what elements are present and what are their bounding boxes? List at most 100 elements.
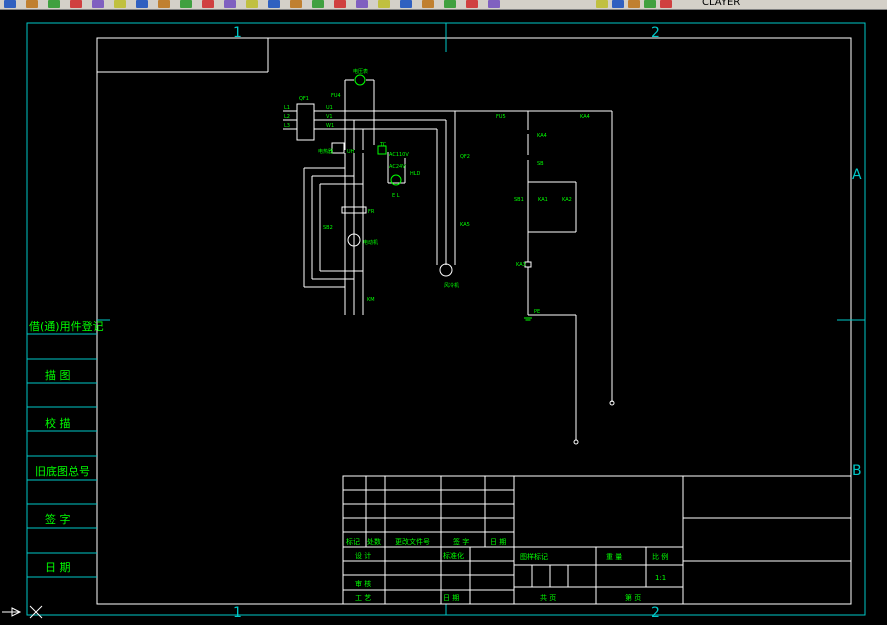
tb-file-no: 更改文件号 — [395, 537, 430, 546]
zoom-window-icon[interactable] — [312, 0, 324, 8]
tb-standardize: 标准化 — [443, 551, 464, 560]
lbl-sb: SB — [537, 161, 544, 167]
drawing-frame — [26, 22, 866, 616]
tb-sign: 签 字 — [453, 537, 469, 546]
drawing-canvas[interactable]: 1 2 1 2 A B 借(通)用件登记 描 图 校 描 旧底图总号 签 字 日… — [0, 9, 887, 625]
lbl-km: KM — [367, 297, 375, 303]
lbl-l1: L1 — [284, 105, 290, 111]
lbl-ka5: KA5 — [460, 222, 470, 228]
tb-count: 处数 — [367, 537, 381, 546]
lbl-ac110v: AC110V — [389, 152, 409, 158]
lbl-ka3: KA3 — [516, 262, 526, 268]
lbl-ka4-top: KA4 — [580, 114, 590, 120]
publish-icon[interactable] — [92, 0, 104, 8]
lbl-qf1: QF1 — [299, 96, 309, 102]
side-item-5: 日 期 — [45, 561, 71, 574]
zoom-realtime-icon[interactable] — [290, 0, 302, 8]
lbl-fr: FR — [368, 209, 375, 215]
layer-manager-icon[interactable] — [596, 0, 608, 8]
side-item-0: 借(通)用件登记 — [29, 319, 104, 333]
color-icon[interactable] — [660, 0, 672, 8]
lbl-sb1: SB1 — [514, 197, 524, 203]
tb-scale: 比 例 — [652, 552, 668, 561]
side-item-1: 描 图 — [45, 368, 71, 382]
preview-icon[interactable] — [70, 0, 82, 8]
tb-page: 第 页 — [625, 593, 641, 602]
bulb-icon[interactable] — [612, 0, 624, 8]
cad-toolbar: CLAYER — [0, 0, 887, 10]
lbl-pe: PE — [534, 309, 540, 315]
side-column — [27, 333, 97, 578]
lbl-uh: UH — [347, 149, 355, 155]
motor-1-symbol — [347, 233, 361, 247]
design-center-icon[interactable] — [378, 0, 390, 8]
zone-top-1: 1 — [233, 25, 242, 41]
match-icon[interactable] — [180, 0, 192, 8]
tool-palette-icon[interactable] — [400, 0, 412, 8]
lbl-fu4: FU4 — [331, 93, 341, 99]
undo-icon[interactable] — [224, 0, 236, 8]
tb-craft: 工 艺 — [355, 594, 371, 602]
print-icon[interactable] — [48, 0, 60, 8]
sheet-set-icon[interactable] — [422, 0, 434, 8]
uh-meter — [331, 142, 345, 154]
lbl-v1: V1 — [326, 114, 333, 120]
lbl-ka4: KA4 — [537, 133, 547, 139]
lock-icon[interactable] — [644, 0, 656, 8]
cut-icon[interactable] — [114, 0, 126, 8]
voltmeter-symbol — [354, 74, 366, 86]
lbl-voltmeter: 电压表 — [353, 68, 368, 75]
sun-icon[interactable] — [628, 0, 640, 8]
lbl-ac24v: AC24V — [389, 164, 406, 170]
zone-bottom-2: 2 — [651, 605, 660, 621]
open-icon[interactable] — [4, 0, 16, 8]
brush-icon[interactable] — [202, 0, 214, 8]
lbl-hld: HLD — [410, 171, 421, 177]
markup-icon[interactable] — [444, 0, 456, 8]
side-item-2: 校 描 — [45, 416, 71, 430]
zone-right-b: B — [852, 463, 862, 479]
title-block-labels: 标记 处数 更改文件号 签 字 日 期 设 计 标准化 审 核 工 艺 日 期 … — [346, 537, 668, 602]
redo-icon[interactable] — [246, 0, 258, 8]
ka-coil — [524, 261, 532, 268]
help-icon[interactable] — [488, 0, 500, 8]
tb-mark: 标记 — [346, 537, 360, 546]
tb-weight: 重 量 — [606, 553, 622, 561]
tb-stage-mark: 图样标记 — [520, 552, 548, 561]
zone-top-2: 2 — [651, 25, 660, 41]
lbl-l3: L3 — [284, 123, 290, 129]
layer-name[interactable]: CLAYER — [702, 0, 741, 8]
pan-icon[interactable] — [268, 0, 280, 8]
tb-date: 日 期 — [490, 538, 506, 546]
zone-bottom-1: 1 — [233, 605, 242, 621]
lbl-heater: 电热器 — [318, 148, 333, 155]
lbl-w1: W1 — [326, 123, 334, 129]
zoom-previous-icon[interactable] — [334, 0, 346, 8]
lbl-u1: U1 — [326, 105, 333, 111]
fr-relay — [341, 206, 367, 214]
lbl-sb2: SB2 — [323, 225, 333, 231]
fan-motor-symbol — [439, 263, 453, 277]
side-item-4: 签 字 — [45, 512, 71, 526]
lbl-motor1: 电动机 — [363, 239, 378, 246]
circuit — [283, 74, 615, 445]
save-icon[interactable] — [26, 0, 38, 8]
paste-icon[interactable] — [158, 0, 170, 8]
tb-check: 审 核 — [355, 579, 371, 588]
lbl-fan: 风冷机 — [444, 282, 459, 289]
zone-right-a: A — [852, 167, 862, 183]
calc-icon[interactable] — [466, 0, 478, 8]
tb-approve: 日 期 — [443, 594, 459, 602]
lbl-l2: L2 — [284, 114, 290, 120]
lbl-tc: TC — [379, 142, 387, 148]
properties-icon[interactable] — [356, 0, 368, 8]
title-block — [342, 475, 852, 605]
lbl-el: E L — [392, 193, 400, 199]
lamp-symbol — [390, 174, 402, 186]
tb-designer: 设 计 — [355, 551, 371, 560]
copy-icon[interactable] — [136, 0, 148, 8]
zone-markers: 1 2 1 2 A B — [233, 25, 862, 621]
lbl-fu5: FU5 — [496, 114, 506, 120]
side-item-3: 旧底图总号 — [35, 464, 90, 478]
tb-scale-value: 1:1 — [655, 574, 666, 582]
